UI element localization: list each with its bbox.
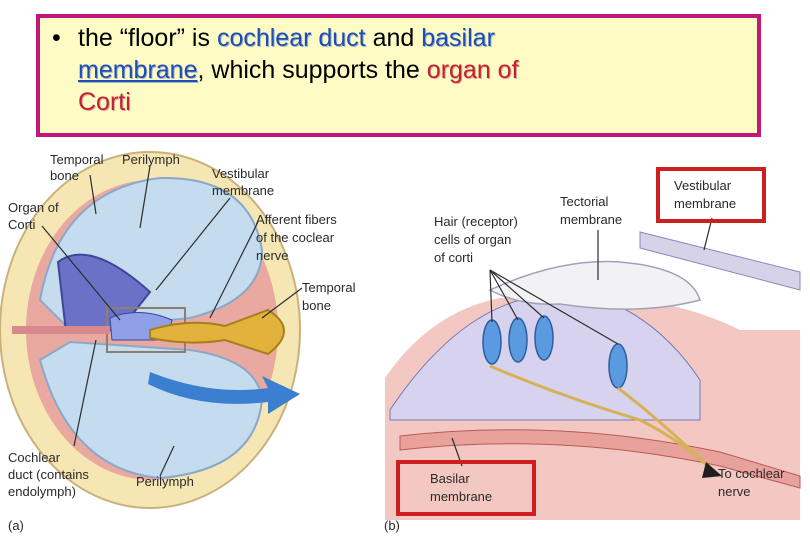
term-cochlear-duct: cochlear duct [216, 24, 366, 52]
label-cochlear-duct: endolymph) [8, 484, 76, 499]
hair-cell [534, 315, 554, 361]
label-to-cochlear-nerve: nerve [718, 484, 751, 499]
label-organ-of-corti: Corti [8, 217, 36, 232]
figure-b-labels: Hair (receptor) cells of organ of corti … [384, 178, 785, 533]
label-tectorial-membrane: membrane [560, 212, 622, 227]
label-vestibular-membrane-a: membrane [212, 183, 274, 198]
scala-tympani [38, 340, 264, 480]
term-corti: Corti [78, 88, 131, 116]
panel-label-b: (b) [384, 518, 400, 533]
label-temporal-bone-right: Temporal [302, 280, 356, 295]
text-segment: and [365, 24, 422, 52]
cochlear-duct-shape [56, 253, 152, 334]
bullet-point: • the “floor” is cochlear duct and basil… [52, 22, 747, 118]
label-afferent-fibers: of the coclear [256, 230, 335, 245]
highlight-vestibular-membrane [656, 167, 766, 223]
flow-arrow [148, 372, 300, 414]
term-organ-of: organ of [426, 56, 519, 84]
label-hair-cells: cells of organ [434, 232, 511, 247]
figure-a-labels: Temporal bone Perilymph Vestibular membr… [8, 152, 356, 533]
label-perilymph-bottom: Perilymph [136, 474, 194, 489]
term-basilar: basilar [421, 24, 495, 52]
label-temporal-bone-top: Temporal [50, 152, 104, 167]
vestibular-membrane-shape [639, 231, 801, 291]
callout-box: • the “floor” is cochlear duct and basil… [36, 14, 761, 137]
label-afferent-fibers: Afferent fibers [256, 212, 337, 227]
label-temporal-bone-top: bone [50, 168, 79, 183]
hair-cells [482, 315, 628, 389]
label-perilymph-top: Perilymph [122, 152, 180, 167]
bullet-glyph: • [52, 24, 61, 52]
nerve-arrow-head [702, 462, 722, 478]
label-basilar-membrane: Basilar [430, 471, 470, 486]
leader-lines [41, 165, 713, 477]
label-hair-cells: Hair (receptor) [434, 214, 518, 229]
panel-label-a: (a) [8, 518, 24, 533]
nerve-fibers [489, 364, 714, 472]
text-segment: , which supports the [197, 56, 427, 84]
label-to-cochlear-nerve: To cochlear [718, 466, 785, 481]
label-vestibular-membrane-b: Vestibular [674, 178, 732, 193]
text-segment: the “floor” is [78, 24, 217, 52]
term-membrane: membrane [78, 56, 198, 84]
label-afferent-fibers: nerve [256, 248, 289, 263]
label-hair-cells: of corti [434, 250, 473, 265]
figure-b-illustration [385, 231, 801, 520]
hair-cell [508, 317, 528, 363]
label-organ-of-corti: Organ of [8, 200, 59, 215]
hair-cell [608, 343, 628, 389]
label-basilar-membrane: membrane [430, 489, 492, 504]
tectorial-membrane-shape [488, 260, 701, 310]
cochlear-nerve-shape [149, 308, 285, 356]
basilar-membrane-shape [399, 429, 801, 489]
figure-a-illustration [0, 151, 301, 509]
nerve-fibers [617, 386, 714, 472]
label-vestibular-membrane-b: membrane [674, 196, 736, 211]
highlight-basilar-membrane [396, 460, 536, 516]
label-temporal-bone-right: bone [302, 298, 331, 313]
label-cochlear-duct: duct (contains [8, 467, 89, 482]
label-vestibular-membrane-a: Vestibular [212, 166, 270, 181]
hair-cell [482, 319, 502, 365]
label-tectorial-membrane: Tectorial [560, 194, 609, 209]
label-cochlear-duct: Cochlear [8, 450, 61, 465]
bullet-text: the “floor” is cochlear duct and basilar… [78, 22, 747, 118]
